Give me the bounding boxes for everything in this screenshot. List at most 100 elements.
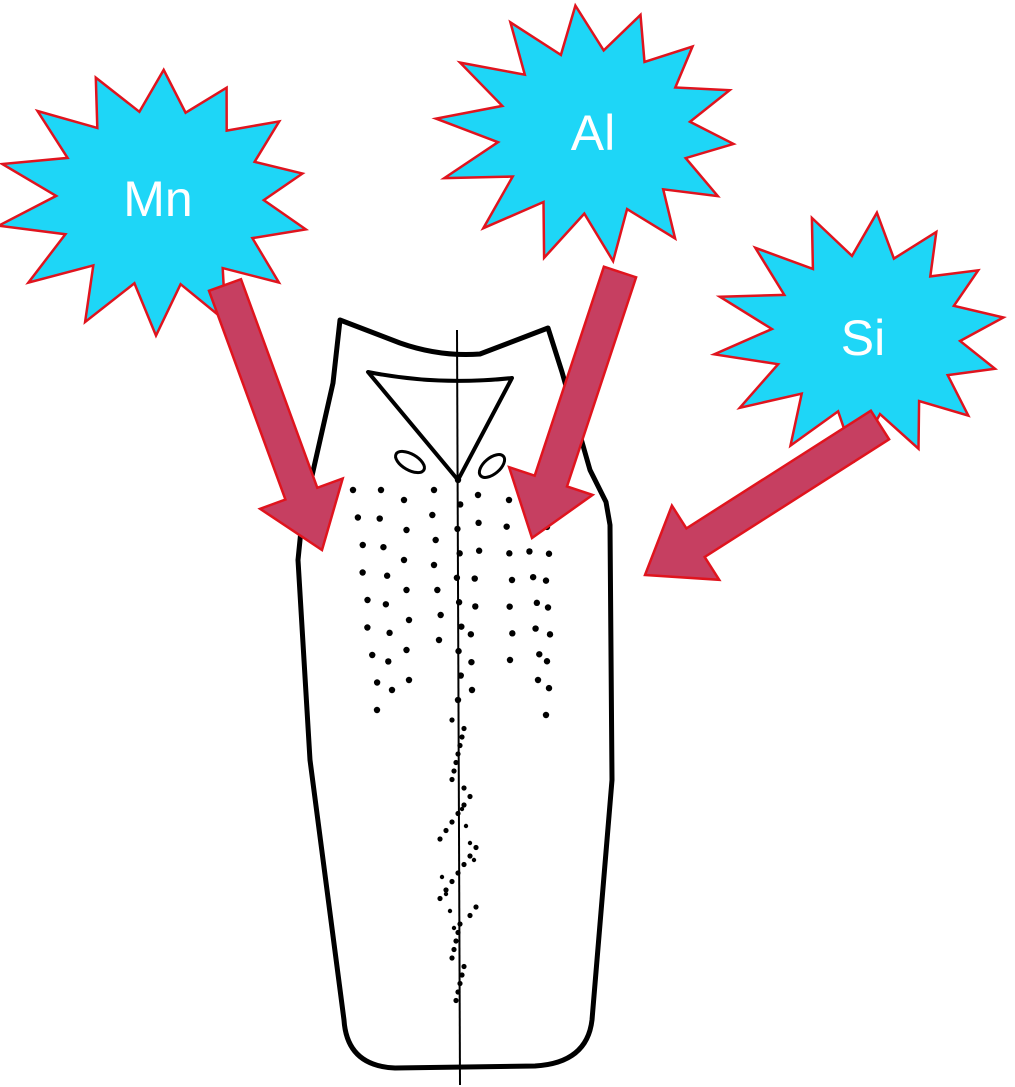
inclusion-dot (374, 679, 380, 685)
inclusion-dot (506, 603, 512, 609)
inclusion-dot (543, 712, 549, 718)
inclusion-dot (509, 630, 515, 636)
inclusion-dot (453, 938, 458, 943)
inclusion-dot (457, 501, 463, 507)
inclusion-dot (369, 652, 375, 658)
inclusion-dot (455, 811, 460, 816)
inclusion-dot (545, 604, 551, 610)
inclusion-dot (403, 647, 409, 653)
inclusion-dot (440, 875, 444, 879)
inclusion-dot (459, 972, 464, 977)
inclusion-dot (455, 989, 460, 994)
inclusion-dot (458, 623, 464, 629)
inclusion-dot (458, 672, 464, 678)
mn-label: Mn (123, 171, 192, 227)
inclusion-dot (453, 760, 458, 765)
inclusion-dot (526, 548, 532, 554)
inclusion-dot (384, 573, 390, 579)
inclusion-dot (461, 726, 466, 731)
inclusion-dot (403, 527, 409, 533)
inclusion-dot (378, 487, 384, 493)
inclusion-dot (456, 599, 462, 605)
inclusion-dot (364, 597, 370, 603)
inclusion-dot (436, 637, 442, 643)
inclusion-dot (544, 658, 550, 664)
cavity-loop-right (475, 450, 508, 482)
al-arrow (509, 267, 636, 538)
inclusion-dot (360, 542, 366, 548)
inclusion-dot (449, 819, 454, 824)
inclusion-dot (429, 512, 435, 518)
inclusion-dot (383, 601, 389, 607)
inclusion-dot (350, 487, 356, 493)
inclusion-dot (380, 544, 386, 550)
inclusion-dot (461, 785, 466, 790)
si-label: Si (841, 310, 885, 366)
inclusion-dot (449, 777, 454, 782)
ingot-center-axis (457, 330, 460, 1085)
inclusion-dot (467, 794, 472, 799)
inclusion-dot (455, 870, 460, 875)
inclusion-dot (457, 981, 462, 986)
al-burst: Al (436, 6, 734, 262)
inclusion-dot (457, 921, 462, 926)
inclusion-dot (451, 768, 456, 773)
inclusion-dot (431, 487, 437, 493)
inclusion-dot (468, 659, 474, 665)
inclusion-dot (455, 477, 461, 483)
inclusion-dot (385, 658, 391, 664)
inclusion-dot (461, 862, 466, 867)
inclusion-dot (431, 562, 437, 568)
inclusion-dot (464, 824, 468, 828)
inclusion-dot (455, 697, 461, 703)
inclusion-dot (472, 603, 478, 609)
inclusion-dot (509, 577, 515, 583)
inclusion-dot (461, 964, 466, 969)
inclusion-dot (475, 520, 481, 526)
inclusion-dot (536, 651, 542, 657)
inclusion-dot (452, 926, 456, 930)
inclusion-dot (451, 947, 456, 952)
inclusion-dot (535, 677, 541, 683)
inclusion-dot (530, 574, 536, 580)
inclusion-dot (475, 492, 481, 498)
inclusion-dot (456, 550, 462, 556)
inclusion-dot (506, 550, 512, 556)
inclusion-dot (453, 998, 458, 1003)
inclusion-dot (386, 630, 392, 636)
shrinkage-cavity (368, 372, 512, 480)
inclusion-dot (401, 497, 407, 503)
inclusion-dot (448, 909, 452, 913)
inclusion-dot (364, 624, 370, 630)
inclusion-dot (532, 625, 538, 631)
inclusion-dot (449, 879, 454, 884)
inclusion-dot (469, 687, 475, 693)
al-label: Al (571, 105, 615, 161)
inclusion-dot (449, 955, 454, 960)
inclusion-dot (547, 631, 553, 637)
inclusion-dot (389, 687, 395, 693)
inclusion-dot (506, 497, 512, 503)
inclusion-dot (507, 657, 513, 663)
inclusion-dot (546, 551, 552, 557)
mn-arrow (209, 279, 343, 550)
inclusion-dot (449, 717, 454, 722)
inclusion-dot (359, 569, 365, 575)
cavity-loop-left (392, 447, 428, 477)
inclusion-dot (473, 904, 478, 909)
mn-burst: Mn (0, 70, 306, 336)
inclusion-dot (403, 587, 409, 593)
inclusion-dot (437, 896, 442, 901)
inclusion-dot (503, 523, 509, 529)
inclusion-dot (473, 845, 478, 850)
inclusion-dot (444, 892, 448, 896)
inclusion-dot (468, 631, 474, 637)
inclusion-dot (459, 734, 464, 739)
inclusion-dot (472, 575, 478, 581)
inclusion-dot (455, 751, 460, 756)
inclusion-dot (455, 930, 460, 935)
inclusion-dot (355, 514, 361, 520)
inclusion-dot (432, 537, 438, 543)
